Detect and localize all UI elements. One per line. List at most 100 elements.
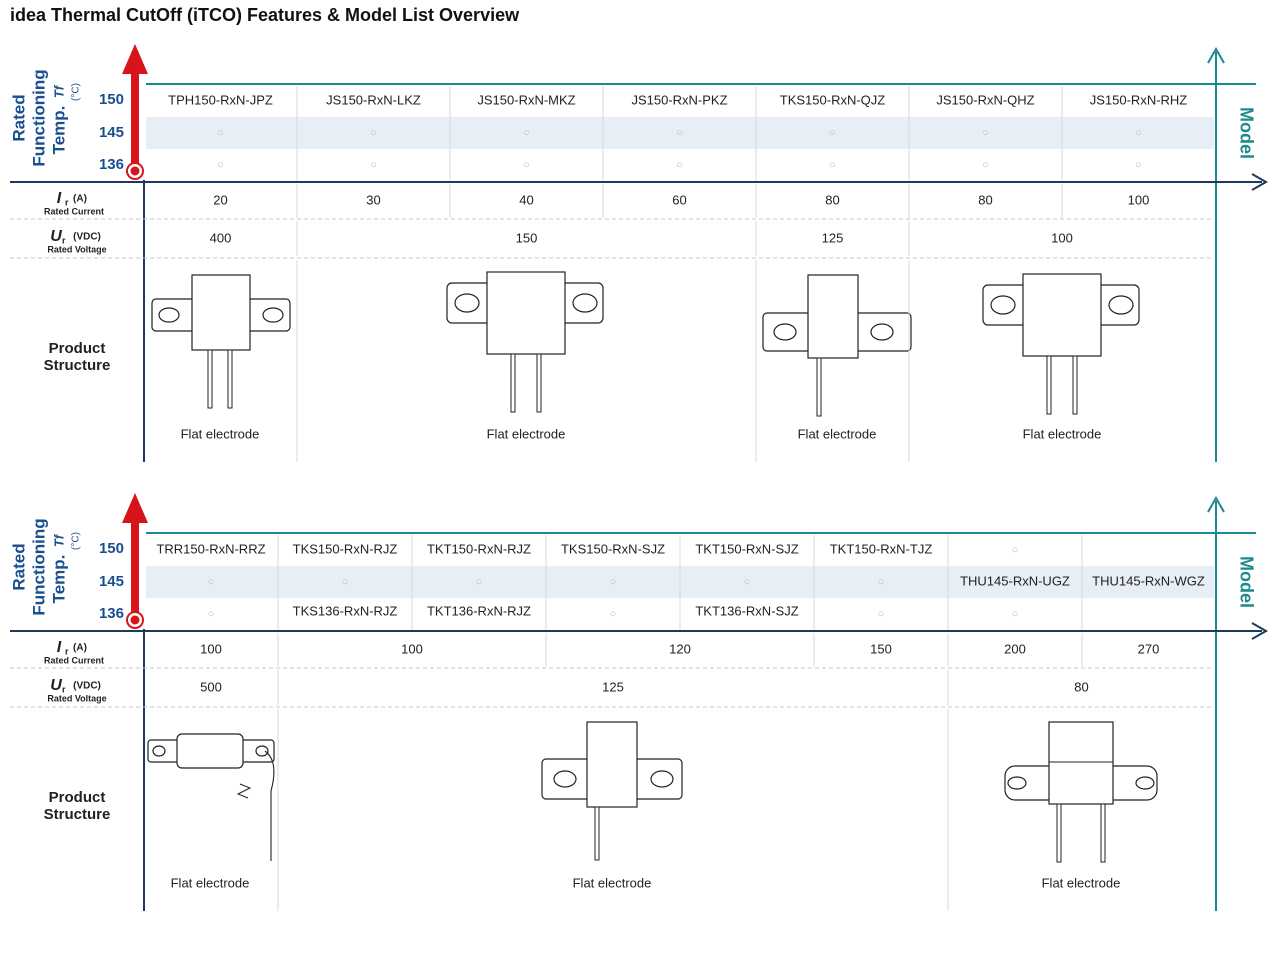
model-name: TKS150-RxN-RJZ <box>293 541 398 556</box>
structure-caption: Flat electrode <box>181 426 260 441</box>
empty-mark: ○ <box>208 608 215 620</box>
structure-caption: Flat electrode <box>573 875 652 890</box>
current-value: 100 <box>401 641 423 656</box>
empty-mark: ○ <box>878 576 885 588</box>
current-subscript: r <box>65 646 69 656</box>
structure-label-line2: Structure <box>44 357 111 374</box>
mount-hole <box>1135 776 1155 790</box>
empty-mark: ○ <box>982 127 989 139</box>
current-value: 100 <box>1128 192 1150 207</box>
empty-mark: ○ <box>610 608 617 620</box>
current-symbol: I <box>57 639 62 656</box>
empty-mark: ○ <box>208 576 215 588</box>
model-name: THU145-RxN-UGZ <box>960 573 1070 588</box>
structure-caption: Flat electrode <box>1042 875 1121 890</box>
voltage-value: 500 <box>200 679 222 694</box>
structure-caption: Flat electrode <box>487 426 566 441</box>
empty-mark: ○ <box>217 159 224 171</box>
mount-hole <box>990 295 1016 315</box>
current-value: 120 <box>669 641 691 656</box>
voltage-value: 80 <box>1074 679 1088 694</box>
empty-mark: ○ <box>1012 608 1019 620</box>
model-arrow-head <box>1207 46 1225 64</box>
current-name: Rated Current <box>44 206 104 216</box>
lead-wire <box>536 353 542 413</box>
temp-label-145: 145 <box>99 573 124 590</box>
structure-label-line2: Structure <box>44 806 111 823</box>
mount-hole <box>572 293 598 313</box>
lead-wire <box>207 349 213 409</box>
model-name: TRR150-RxN-RRZ <box>156 541 265 556</box>
body-block <box>1022 273 1102 357</box>
temp-arrow-dot <box>130 615 140 625</box>
lead-wire <box>264 750 275 861</box>
empty-mark: ○ <box>1135 127 1142 139</box>
empty-mark: ○ <box>342 576 349 588</box>
empty-mark: ○ <box>982 159 989 171</box>
axis-title-line3: Temp. <box>49 106 68 155</box>
structure-caption: Flat electrode <box>798 426 877 441</box>
model-arrow-head <box>1207 495 1225 513</box>
model-name: JS150-RxN-MKZ <box>477 92 575 107</box>
mount-hole <box>255 745 269 757</box>
horizontal-arrow-head <box>1251 622 1269 640</box>
model-name: JS150-RxN-LKZ <box>326 92 421 107</box>
current-unit: (A) <box>73 643 87 654</box>
voltage-value: 125 <box>602 679 624 694</box>
model-name: TKS150-RxN-SJZ <box>561 541 665 556</box>
model-name: JS150-RxN-QHZ <box>936 92 1034 107</box>
axis-title-line1: Rated <box>9 543 28 590</box>
body-block <box>176 733 244 769</box>
empty-mark: ○ <box>878 608 885 620</box>
current-value: 150 <box>870 641 892 656</box>
empty-mark: ○ <box>744 576 751 588</box>
mount-hole <box>1007 776 1027 790</box>
model-name: TKT136-RxN-RJZ <box>427 603 531 618</box>
structure-label-line1: Product <box>49 340 106 357</box>
current-subscript: r <box>65 197 69 207</box>
current-value: 60 <box>672 192 686 207</box>
body-block <box>807 274 859 359</box>
voltage-symbol: U <box>50 677 62 694</box>
empty-mark: ○ <box>370 127 377 139</box>
mount-hole <box>262 307 284 323</box>
voltage-value: 125 <box>822 230 844 245</box>
current-value: 270 <box>1138 641 1160 656</box>
page-title: idea Thermal CutOff (iTCO) Features & Mo… <box>10 5 520 25</box>
axis-title-line3: Temp. <box>49 555 68 604</box>
temp-label-150: 150 <box>99 540 124 557</box>
axis-title-line2: Functioning <box>29 69 48 166</box>
mount-hole <box>1108 295 1134 315</box>
lead-wire <box>816 357 822 417</box>
lead-wire <box>236 783 252 799</box>
structure-caption: Flat electrode <box>171 875 250 890</box>
mount-hole <box>152 745 166 757</box>
body-block <box>586 721 638 808</box>
empty-mark: ○ <box>523 159 530 171</box>
axis-symbol: Tf <box>51 84 66 98</box>
mount-hole <box>454 293 480 313</box>
empty-mark: ○ <box>1012 544 1019 556</box>
current-value: 30 <box>366 192 380 207</box>
voltage-unit: (VDC) <box>73 232 101 243</box>
horizontal-arrow-head <box>1251 173 1269 191</box>
axis-title-line1: Rated <box>9 94 28 141</box>
model-name: JS150-RxN-RHZ <box>1090 92 1188 107</box>
empty-mark: ○ <box>829 127 836 139</box>
empty-mark: ○ <box>523 127 530 139</box>
axis-symbol: Tf <box>51 533 66 547</box>
body-block <box>1048 721 1114 805</box>
axis-unit: (°C) <box>71 83 82 101</box>
voltage-subscript: r <box>62 684 66 694</box>
current-value: 80 <box>978 192 992 207</box>
empty-mark: ○ <box>676 159 683 171</box>
mount-hole <box>773 323 797 341</box>
voltage-value: 400 <box>210 230 232 245</box>
empty-mark: ○ <box>370 159 377 171</box>
model-name: TKT136-RxN-SJZ <box>695 603 798 618</box>
body-block <box>191 274 251 351</box>
lead-wire <box>1100 803 1106 863</box>
